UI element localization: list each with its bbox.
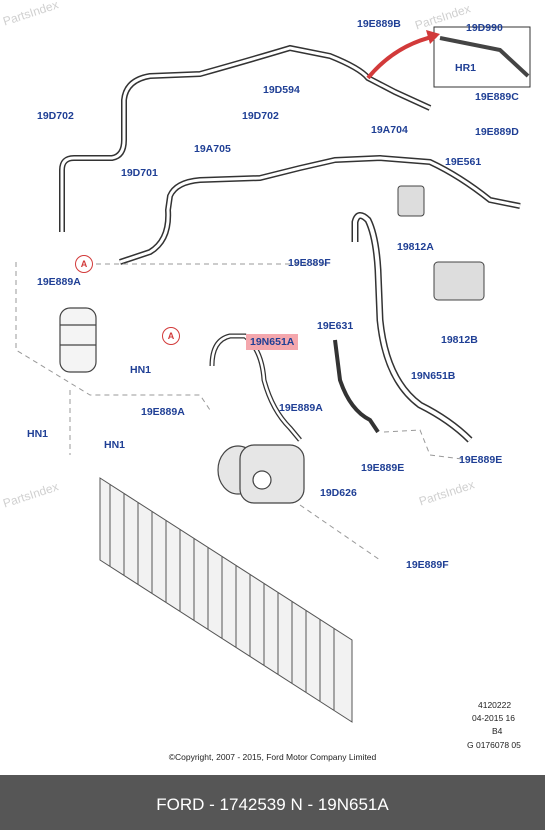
footer-bar: FORD - 1742539 N - 19N651A: [0, 775, 545, 830]
label-hn1-top: HN1: [130, 364, 152, 376]
label-19812b: 19812B: [441, 334, 478, 346]
label-19e889f-top: 19E889F: [288, 257, 331, 269]
label-19e889b: 19E889B: [357, 18, 401, 30]
label-19d990: 19D990: [466, 22, 503, 34]
label-19d594: 19D594: [263, 84, 300, 96]
inset-box: [433, 26, 531, 88]
label-19d701: 19D701: [121, 167, 158, 179]
compressor: [217, 444, 305, 504]
callout-a-1: A: [75, 255, 93, 273]
label-19e889a-left: 19E889A: [37, 276, 81, 288]
label-19n651a-highlighted: 19N651A: [246, 334, 299, 350]
sensor-19812b: [433, 261, 485, 301]
footer-part-number: FORD - 1742539 N - 19N651A: [156, 795, 389, 814]
callout-a-2: A: [162, 327, 180, 345]
label-19e889c: 19E889C: [475, 91, 519, 103]
label-19e889a-center: 19E889A: [279, 402, 323, 414]
label-19e561: 19E561: [445, 156, 482, 168]
label-19812a: 19812A: [397, 241, 434, 253]
label-19e889d: 19E889D: [475, 126, 519, 138]
copyright: ©Copyright, 2007 - 2015, Ford Motor Comp…: [168, 752, 377, 762]
label-19d702-left: 19D702: [37, 110, 74, 122]
label-19e889e-mid: 19E889E: [361, 462, 405, 474]
hose-19a705-lower: [119, 154, 521, 265]
label-hn1-left: HN1: [27, 428, 49, 440]
hose-19e631: [333, 339, 380, 434]
label-19e889f-bottom: 19E889F: [406, 559, 449, 571]
label-19e631: 19E631: [317, 320, 354, 332]
label-19e889a-mid: 19E889A: [141, 406, 185, 418]
sensor-19812a: [397, 185, 425, 217]
hose-19a705: [59, 44, 432, 232]
meta-line-2: 04-2015 16: [472, 713, 516, 723]
meta-line-4: G 0176078 05: [467, 740, 521, 750]
label-19n651b: 19N651B: [411, 370, 456, 382]
label-19d626: 19D626: [320, 487, 357, 499]
meta-line-1: 4120222: [478, 700, 512, 710]
label-19a704: 19A704: [371, 124, 408, 136]
condenser: [99, 477, 353, 723]
label-hr1: HR1: [455, 62, 477, 74]
receiver-drier: [59, 307, 97, 373]
meta-line-3: B4: [492, 726, 503, 736]
label-19d702-mid: 19D702: [242, 110, 279, 122]
label-19a705: 19A705: [194, 143, 231, 155]
label-19e889e-right: 19E889E: [459, 454, 503, 466]
ac-system-diagram: [15, 26, 531, 723]
label-hn1-right: HN1: [104, 439, 126, 451]
red-arrow: [366, 34, 437, 80]
